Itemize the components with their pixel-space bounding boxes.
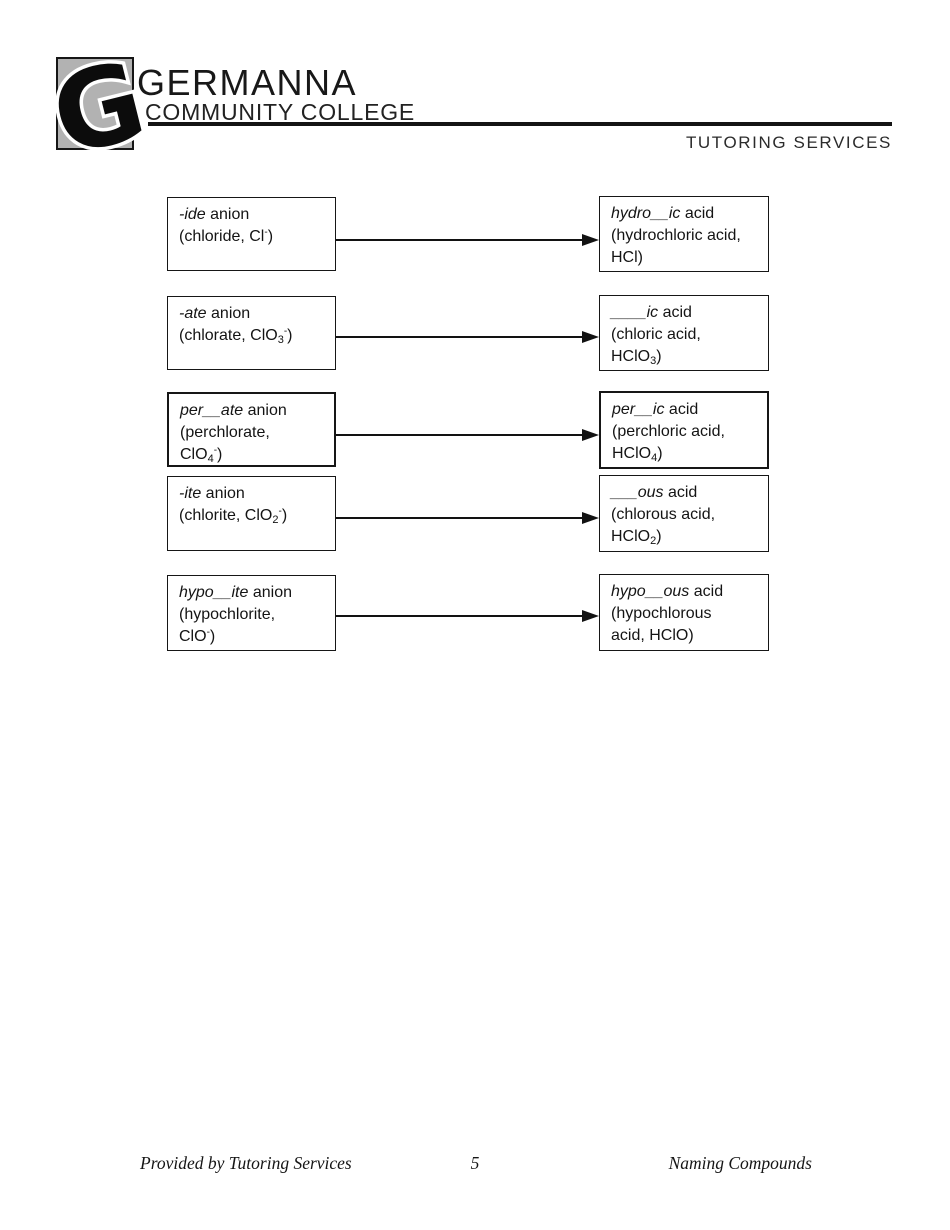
arrow-head-icon-3 (582, 429, 599, 441)
arrow-line-4 (336, 517, 584, 519)
logo-square (56, 57, 134, 150)
anion-box-1: -ide anion(chloride, Cl-) (167, 197, 336, 271)
acid-box-2: ____ic acid(chloric acid,HClO3) (599, 295, 769, 371)
arrow-line-3 (336, 434, 584, 436)
arrow-head-icon-5 (582, 610, 599, 622)
arrow-head-icon-1 (582, 234, 599, 246)
arrow-line-2 (336, 336, 584, 338)
page-footer: Provided by Tutoring Services 5 Naming C… (0, 1153, 950, 1177)
anion-box-3: per__ate anion(perchlorate,ClO4-) (167, 392, 336, 467)
svg-text:G: G (41, 38, 157, 181)
acid-box-1: hydro__ic acid(hydrochloric acid,HCl) (599, 196, 769, 272)
footer-provided-by: Provided by Tutoring Services (140, 1153, 352, 1173)
logo-subtitle: COMMUNITY COLLEGE (145, 99, 416, 125)
logo-g-icon: G (37, 35, 160, 185)
arrow-line-1 (336, 239, 584, 241)
acid-box-4: ___ous acid(chlorous acid,HClO2) (599, 475, 769, 552)
anion-box-2: -ate anion(chlorate, ClO3-) (167, 296, 336, 370)
banner-title: TUTORING SERVICES (685, 133, 892, 152)
anion-box-4: -ite anion(chlorite, ClO2-) (167, 476, 336, 551)
anion-box-5: hypo__ite anion(hypochlorite,ClO-) (167, 575, 336, 651)
header-rule (148, 122, 892, 126)
arrow-head-icon-4 (582, 512, 599, 524)
acid-box-3: per__ic acid(perchloric acid,HClO4) (599, 391, 769, 469)
arrow-head-icon-2 (582, 331, 599, 343)
page-number: 5 (470, 1153, 480, 1173)
footer-doc-title: Naming Compounds (668, 1153, 812, 1173)
logo-name: GERMANNA (137, 62, 358, 103)
arrow-line-5 (336, 615, 584, 617)
